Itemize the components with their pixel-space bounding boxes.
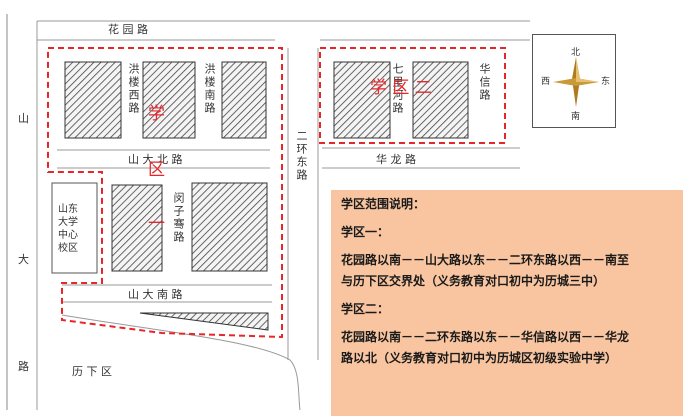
compass-east: 东 bbox=[601, 77, 611, 87]
road-label-hongloux: 洪楼西路 bbox=[127, 63, 140, 115]
district-two-label: 学 区 二 bbox=[370, 78, 432, 98]
compass-star-icon bbox=[553, 57, 599, 107]
block-8 bbox=[412, 61, 469, 139]
district-one-char-3: 一 bbox=[148, 214, 165, 234]
block-7 bbox=[333, 61, 391, 139]
road-label-huayuan: 花 园 路 bbox=[108, 23, 148, 36]
campus-label-line: 中心 bbox=[58, 230, 78, 241]
compass-west: 西 bbox=[541, 77, 551, 87]
info-zone-two-line-1: 花园路以南－－二环东路以东－－华信路以西－－华龙 bbox=[341, 330, 630, 344]
campus-label-line: 校区 bbox=[58, 243, 78, 254]
block-3 bbox=[221, 61, 267, 139]
road-label-minzi: 闵子骞路 bbox=[172, 192, 185, 244]
campus-label-line: 山东 bbox=[58, 204, 78, 215]
campus-label-line: 大学 bbox=[58, 217, 78, 228]
info-zone-two-line-2: 路以北（义务教育对口初中为历城区初级实验中学） bbox=[341, 351, 618, 365]
road-label-honglounan: 洪楼南路 bbox=[203, 63, 216, 115]
info-title: 学区范围说明： bbox=[341, 197, 426, 211]
info-zone-two-heading: 学区二： bbox=[341, 302, 390, 316]
campus-label: 山东 大学 中心 校区 bbox=[58, 203, 78, 255]
road-label-hualong: 华 龙 路 bbox=[376, 153, 416, 166]
compass-south: 南 bbox=[571, 112, 581, 122]
road-label-lixia: 历 下 区 bbox=[72, 365, 112, 378]
block-4 bbox=[111, 184, 163, 272]
road-label-shanda-3: 路 bbox=[18, 360, 29, 373]
block-6 bbox=[139, 312, 269, 331]
info-zone-one-line-2: 与历下区交界处（义务教育对口初中为历城三中） bbox=[341, 274, 606, 288]
district-one-boundary bbox=[47, 47, 283, 339]
compass-north: 北 bbox=[571, 48, 581, 58]
lixia-boundary-curve bbox=[61, 314, 301, 411]
compass: 北 南 东 西 bbox=[532, 34, 616, 128]
road-label-shanda-1: 山 bbox=[18, 112, 29, 125]
road-label-huaxin: 华信路 bbox=[478, 63, 491, 102]
road-label-shanda-2: 大 bbox=[18, 253, 29, 266]
info-panel: 学区范围说明： 学区一： 花园路以南－－山大路以东－－二环东路以西－－南至 与历… bbox=[331, 190, 683, 416]
road-label-qili: 七里河路 bbox=[391, 63, 404, 115]
block-5 bbox=[191, 182, 268, 272]
info-zone-one-line-1: 花园路以南－－山大路以东－－二环东路以西－－南至 bbox=[341, 253, 630, 267]
road-label-shanda-nan: 山 大 南 路 bbox=[128, 288, 183, 301]
info-zone-one-heading: 学区一： bbox=[341, 225, 390, 239]
district-two-boundary bbox=[319, 47, 506, 144]
district-one-char-2: 区 bbox=[148, 160, 165, 180]
road-label-erhuan: 二环东路 bbox=[295, 130, 308, 182]
campus-box bbox=[51, 182, 98, 274]
block-2 bbox=[142, 61, 196, 139]
district-one-char-1: 学 bbox=[148, 104, 165, 124]
block-1 bbox=[64, 61, 122, 139]
road-label-shanda-bei: 山 大 北 路 bbox=[128, 153, 183, 166]
